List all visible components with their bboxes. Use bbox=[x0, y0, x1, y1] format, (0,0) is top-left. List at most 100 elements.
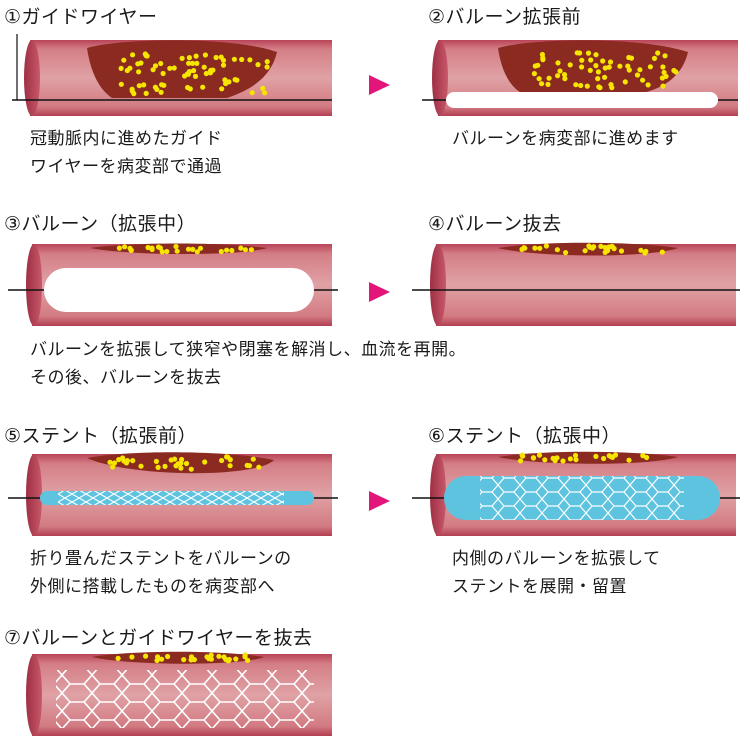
lipid-dot bbox=[197, 245, 204, 251]
lipid-dot bbox=[543, 243, 549, 249]
lipid-dot bbox=[226, 656, 232, 663]
lipid-dot bbox=[173, 243, 179, 250]
lipid-dot bbox=[155, 654, 161, 660]
step5-title: ⑤ステント（拡張前） bbox=[4, 425, 198, 447]
lipid-dot bbox=[206, 656, 212, 662]
lipid-dot bbox=[588, 57, 594, 63]
lipid-dot bbox=[671, 67, 677, 74]
lipid-dot bbox=[129, 654, 135, 660]
step1-title: ①ガイドワイヤー bbox=[4, 6, 158, 28]
lipid-dot bbox=[532, 63, 538, 69]
step2-vessel bbox=[422, 40, 738, 116]
lipid-dot bbox=[659, 75, 665, 81]
lipid-dot bbox=[607, 59, 614, 65]
stent-deployed bbox=[56, 670, 314, 728]
lipid-dot bbox=[598, 243, 604, 249]
lipid-dot bbox=[660, 83, 666, 89]
lipid-dot bbox=[536, 452, 543, 458]
lipid-dot bbox=[216, 653, 222, 659]
lipid-dot bbox=[165, 653, 171, 660]
lipid-dot bbox=[260, 85, 266, 91]
lipid-dot bbox=[587, 67, 593, 73]
lipid-dot bbox=[220, 62, 227, 68]
lipid-dot bbox=[186, 55, 192, 61]
step3-vessel bbox=[8, 243, 338, 326]
lipid-dot bbox=[118, 65, 124, 71]
lipid-dot bbox=[245, 657, 251, 663]
lipid-dot bbox=[640, 453, 646, 459]
lipid-dot bbox=[247, 57, 253, 63]
lipid-dot bbox=[157, 245, 163, 251]
lipid-dot bbox=[152, 63, 159, 69]
lipid-dot bbox=[248, 247, 254, 253]
lipid-dot bbox=[602, 74, 608, 80]
lipid-dot bbox=[606, 64, 612, 70]
lipid-dot bbox=[662, 53, 668, 59]
lipid-dot bbox=[256, 464, 262, 470]
lipid-dot bbox=[618, 248, 625, 254]
lipid-dot bbox=[539, 81, 545, 87]
balloon-note: バルーンを拡張して狭窄や閉塞を解消し、血流を再開。 その後、バルーンを抜去 bbox=[30, 340, 467, 388]
step5-desc: 折り畳んだステントをバルーンの 外側に搭載したものを病変部へ bbox=[30, 549, 292, 597]
lipid-dot bbox=[130, 52, 136, 58]
lipid-dot bbox=[127, 65, 133, 71]
lipid-dot bbox=[651, 55, 658, 61]
lipid-dot bbox=[189, 60, 196, 66]
lipid-dot bbox=[159, 249, 165, 255]
lipid-dot bbox=[242, 247, 248, 253]
lipid-dot bbox=[264, 64, 270, 70]
lipid-dot bbox=[110, 464, 116, 470]
lipid-dot bbox=[550, 455, 556, 461]
lipid-dot bbox=[659, 249, 665, 255]
lipid-dot bbox=[595, 76, 601, 82]
lipid-dot bbox=[531, 71, 537, 77]
lipid-dot bbox=[191, 68, 197, 74]
balloon-inflated bbox=[44, 268, 314, 312]
step1-vessel bbox=[12, 34, 332, 116]
lipid-dot bbox=[521, 245, 527, 251]
lipid-dot bbox=[609, 85, 615, 91]
lipid-dot bbox=[185, 246, 192, 252]
lipid-dot bbox=[582, 248, 588, 254]
lipid-dot bbox=[530, 455, 537, 461]
lipid-dot bbox=[660, 64, 666, 70]
lipid-dot bbox=[555, 73, 561, 79]
lipid-dot bbox=[622, 79, 628, 85]
lipid-dot bbox=[593, 453, 599, 459]
lipid-dot bbox=[617, 63, 623, 69]
lipid-dot bbox=[606, 244, 612, 250]
lipid-dot bbox=[600, 58, 606, 64]
lipid-dot bbox=[162, 463, 168, 469]
lipid-dot bbox=[249, 90, 255, 96]
lipid-dot bbox=[579, 64, 585, 70]
lipid-dot bbox=[164, 248, 170, 255]
lipid-dot bbox=[563, 250, 569, 256]
lipid-dot bbox=[202, 459, 208, 465]
step6-title: ⑥ステント（拡張中） bbox=[428, 425, 622, 447]
lipid-dot bbox=[595, 69, 601, 75]
lipid-dot bbox=[555, 60, 561, 66]
lipid-dot bbox=[118, 81, 124, 87]
arrow-3-4 bbox=[366, 279, 392, 309]
lipid-dot bbox=[179, 55, 185, 61]
lipid-dot bbox=[219, 86, 225, 92]
lipid-dot bbox=[181, 657, 187, 663]
lipid-dot bbox=[561, 72, 568, 78]
lipid-dot bbox=[192, 73, 199, 79]
lipid-dot bbox=[143, 653, 149, 659]
lipid-dot bbox=[159, 82, 165, 88]
lipid-dot bbox=[519, 452, 525, 458]
lipid-dot bbox=[225, 454, 231, 460]
lipid-dot bbox=[602, 249, 608, 255]
arrow-1-2 bbox=[366, 72, 392, 102]
lipid-dot bbox=[202, 52, 208, 58]
lipid-dot bbox=[186, 69, 192, 75]
step1-desc: 冠動脈内に進めたガイド ワイヤーを病変部で通過 bbox=[30, 129, 223, 177]
lipid-dot bbox=[634, 72, 641, 78]
lipid-dot bbox=[127, 245, 133, 251]
lipid-dot bbox=[111, 460, 118, 466]
lipid-dot bbox=[220, 57, 227, 63]
lipid-dot bbox=[640, 77, 646, 83]
lipid-dot bbox=[562, 76, 568, 82]
lipid-dot bbox=[579, 57, 585, 63]
